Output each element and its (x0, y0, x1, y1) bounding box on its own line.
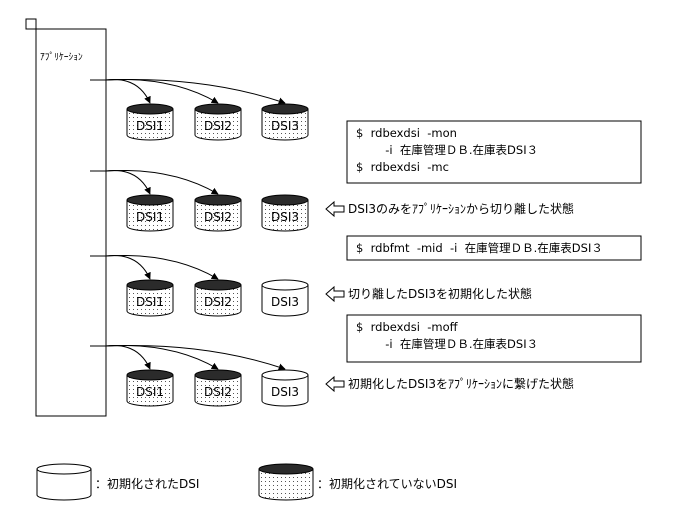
connection-arrow (105, 78, 286, 105)
stage-3: DSI1 DSI2 DSI3 切り離したDSI3を初期化した状態 (90, 254, 532, 317)
connection-arrow (105, 345, 219, 370)
dsi-label: DSI2 (204, 295, 232, 309)
connection-arrow (105, 254, 151, 280)
command-line: $ rdbexdsi -mc (356, 160, 449, 174)
connection-arrow (105, 344, 286, 371)
stage-2: DSI1 DSI2 DSI3 DSI3のみをｱﾌﾟﾘｹｰｼｮﾝから切り離した状態 (90, 169, 574, 232)
legend-initialized: ：初期化されたDSI (36, 463, 199, 501)
legend-not-initialized: ：初期化されていないDSI (258, 463, 457, 501)
stage-caption: DSI3のみをｱﾌﾟﾘｹｰｼｮﾝから切り離した状態 (348, 201, 574, 216)
dsi-cylinder-1: DSI1 (126, 369, 174, 407)
legend-cylinder-not-initialized (258, 463, 314, 501)
left-arrow-icon (325, 200, 345, 218)
dsi-label: DSI1 (136, 385, 164, 399)
command-line: $ rdbfmt -mid -i 在庫管理ＤＢ.在庫表DSI３ (356, 241, 603, 255)
dsi-label: DSI2 (204, 119, 232, 133)
dsi-label: DSI1 (136, 295, 164, 309)
connection-arrow (105, 170, 219, 195)
app-corner-square (25, 18, 37, 30)
dsi-label: DSI1 (136, 119, 164, 133)
command-box-2: $ rdbfmt -mid -i 在庫管理ＤＢ.在庫表DSI３ (346, 235, 642, 261)
connection-arrow (105, 78, 151, 104)
dsi-cylinder-2: DSI2 (194, 369, 242, 407)
dsi-label: DSI3 (271, 119, 299, 133)
command-box-3: $ rdbexdsi -moff -i 在庫管理ＤＢ.在庫表DSI３ (346, 314, 642, 363)
left-arrow-icon (325, 375, 345, 393)
dsi-cylinder-1: DSI1 (126, 194, 174, 232)
stage-caption: 切り離したDSI3を初期化した状態 (348, 286, 532, 301)
dsi-cylinder-2: DSI2 (194, 103, 242, 141)
connection-arrow (105, 79, 219, 104)
application-label: ｱﾌﾟﾘｹｰｼｮﾝ (40, 52, 83, 63)
dsi-cylinder-2: DSI2 (194, 279, 242, 317)
dsi-cylinder-2: DSI2 (194, 194, 242, 232)
dsi-label: DSI3 (271, 295, 299, 309)
connection-arrow (105, 169, 151, 195)
left-arrow-icon (325, 285, 345, 303)
stage-4: DSI1 DSI2 DSI3 初期化したDSI3をｱﾌﾟﾘｹｰｼｮﾝに繋げた状態 (90, 344, 574, 407)
command-line: -i 在庫管理ＤＢ.在庫表DSI３ (356, 337, 538, 351)
application-box (35, 28, 107, 417)
dsi-cylinder-3: DSI3 (261, 369, 309, 407)
dsi-label: DSI3 (271, 385, 299, 399)
dsi-label: DSI1 (136, 210, 164, 224)
connection-arrow (105, 344, 151, 370)
dsi-label: DSI3 (271, 210, 299, 224)
legend-not-initialized-label: ：初期化されていないDSI (317, 477, 457, 491)
dsi-label: DSI2 (204, 385, 232, 399)
command-line: $ rdbexdsi -moff (356, 320, 459, 334)
command-box-1: $ rdbexdsi -mon -i 在庫管理ＤＢ.在庫表DSI３ $ rdbex… (346, 120, 642, 184)
dsi-cylinder-1: DSI1 (126, 279, 174, 317)
legend-cylinder-initialized (36, 463, 92, 501)
dsi-cylinder-3: DSI3 (261, 279, 309, 317)
dsi-label: DSI2 (204, 210, 232, 224)
dsi-cylinder-3: DSI3 (261, 194, 309, 232)
command-line: -i 在庫管理ＤＢ.在庫表DSI３ (356, 143, 538, 157)
command-line: $ rdbexdsi -mon (356, 126, 457, 140)
dsi-cylinder-3: DSI3 (261, 103, 309, 141)
dsi-cylinder-1: DSI1 (126, 103, 174, 141)
connection-arrow (105, 255, 219, 280)
stage-caption: 初期化したDSI3をｱﾌﾟﾘｹｰｼｮﾝに繋げた状態 (348, 376, 574, 391)
stage-1: DSI1 DSI2 DSI3 (90, 78, 309, 141)
legend-initialized-label: ：初期化されたDSI (95, 477, 199, 491)
